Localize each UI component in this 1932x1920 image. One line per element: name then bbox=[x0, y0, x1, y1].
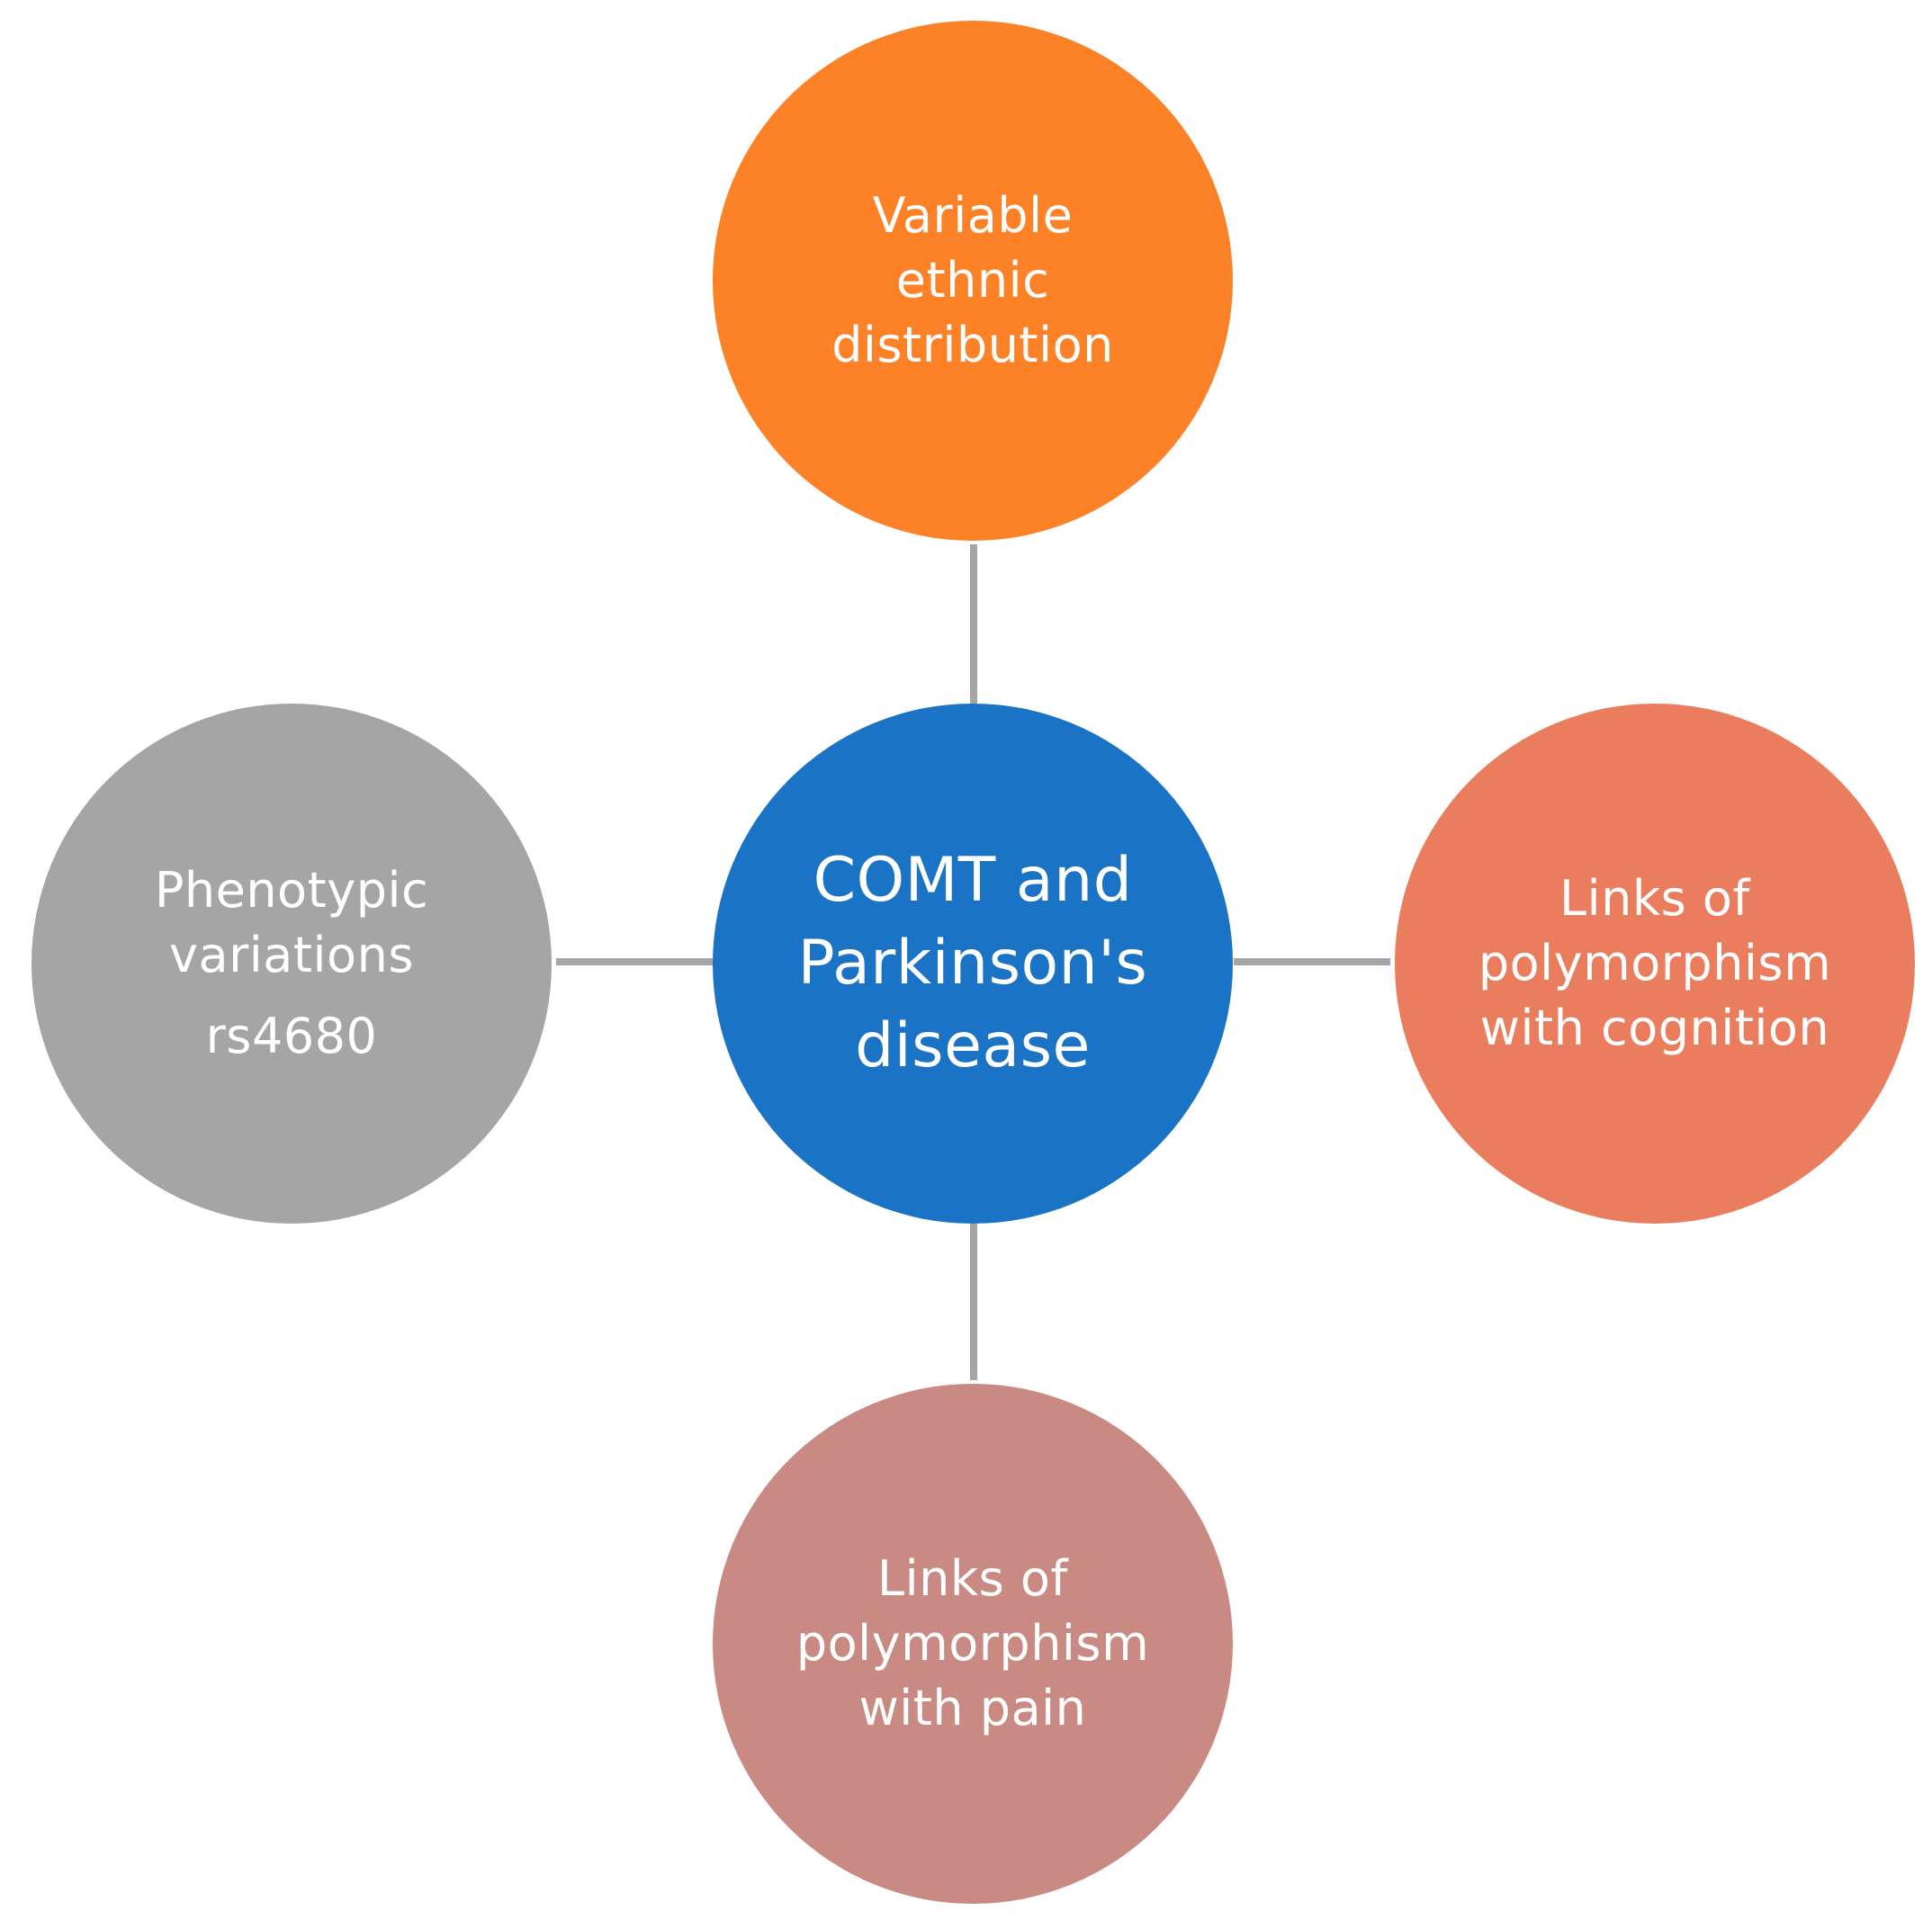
right-node-line: polymorphism bbox=[1478, 935, 1832, 991]
right-node-line: with cognition bbox=[1479, 1000, 1830, 1056]
left-node-subtext: rs4680 bbox=[205, 1008, 378, 1064]
center-node-line: disease bbox=[855, 1010, 1091, 1081]
connector-left bbox=[556, 958, 713, 965]
connector-right bbox=[1234, 958, 1390, 965]
connector-top bbox=[970, 544, 977, 704]
right-node-label: Links of polymorphism with cognition bbox=[1478, 866, 1831, 1061]
center-node-label: COMT and Parkinson's disease bbox=[798, 839, 1148, 1088]
top-node-line: distribution bbox=[831, 317, 1114, 373]
left-node-line: variations bbox=[169, 927, 414, 983]
bottom-node: Links of polymorphism with pain bbox=[713, 1384, 1233, 1904]
bottom-node-label: Links of polymorphism with pain bbox=[796, 1547, 1149, 1741]
center-node-line: Parkinson's bbox=[797, 928, 1148, 999]
center-node-line: COMT and bbox=[813, 845, 1133, 916]
bottom-node-line: polymorphism bbox=[795, 1615, 1150, 1672]
connector-bottom bbox=[970, 1224, 977, 1380]
top-node: Variable ethnic distribution bbox=[713, 21, 1233, 541]
left-node-label: Phenotypic variations rs4680 bbox=[155, 858, 428, 1069]
right-node-line: Links of bbox=[1559, 870, 1750, 927]
top-node-line: ethnic bbox=[895, 252, 1050, 309]
bottom-node-line: with pain bbox=[858, 1680, 1087, 1736]
top-node-line: Variable bbox=[872, 187, 1074, 244]
top-node-label: Variable ethnic distribution bbox=[831, 184, 1114, 378]
right-node: Links of polymorphism with cognition bbox=[1395, 704, 1915, 1224]
left-node-line: Phenotypic bbox=[154, 862, 429, 919]
center-node: COMT and Parkinson's disease bbox=[713, 704, 1233, 1224]
left-node: Phenotypic variations rs4680 bbox=[31, 704, 552, 1224]
bottom-node-line: Links of bbox=[877, 1550, 1068, 1607]
